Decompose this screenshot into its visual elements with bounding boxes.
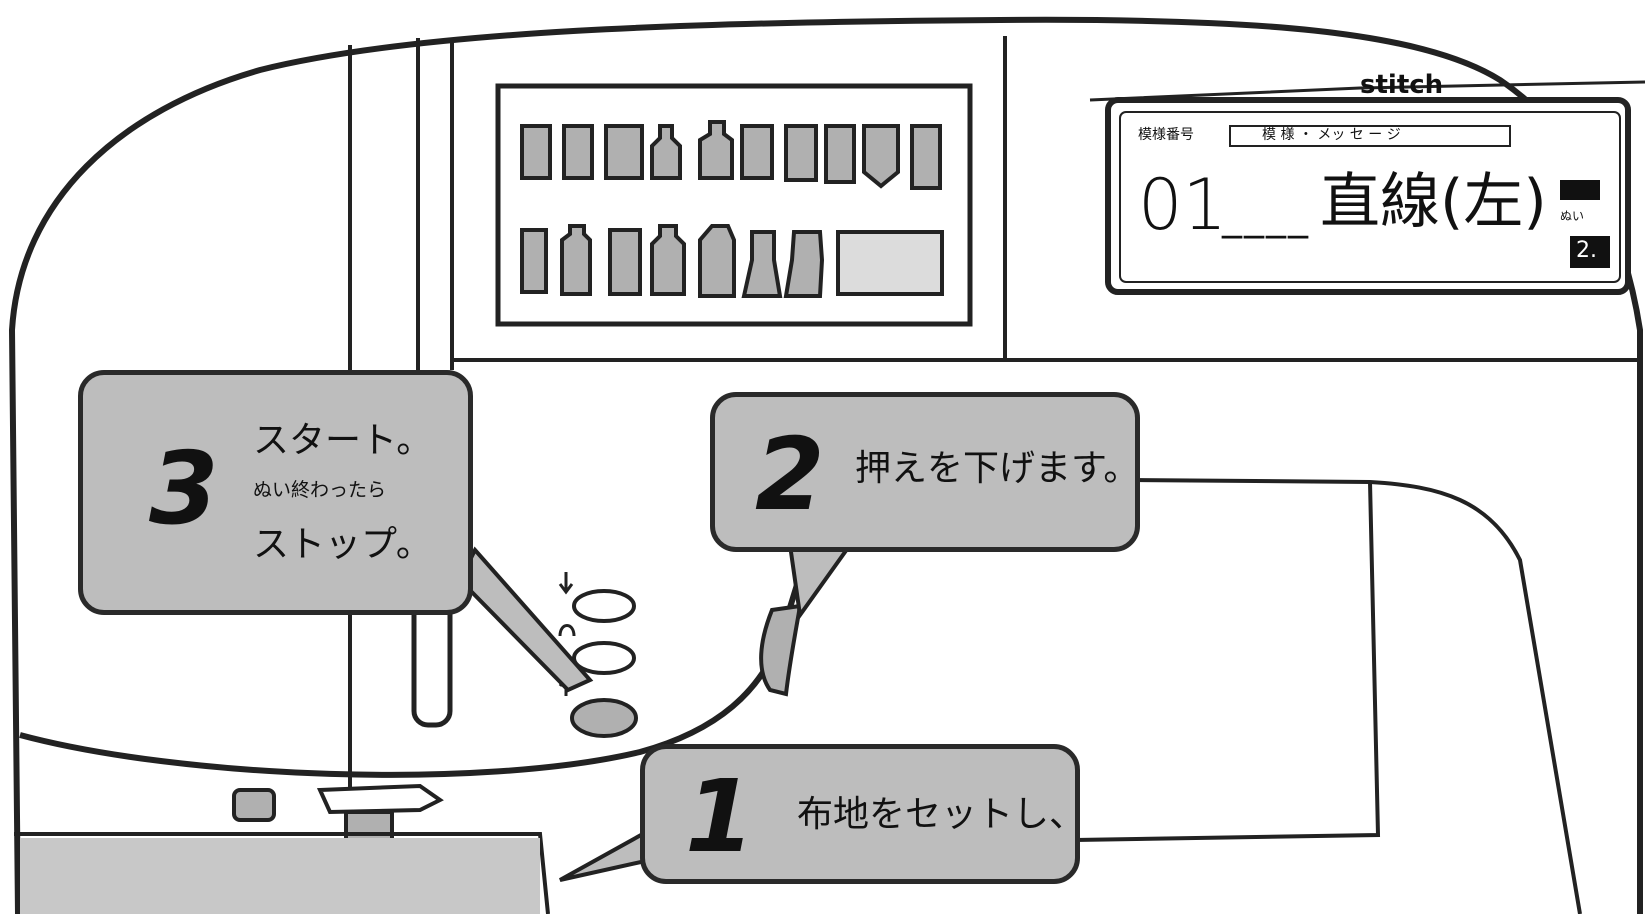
pattern-icon — [740, 124, 774, 180]
step-3-line1: スタート。 — [253, 420, 433, 461]
side-box-label: 2. — [1576, 238, 1597, 263]
pattern-dashes: ____ — [1222, 193, 1310, 239]
pattern-icon — [862, 124, 900, 189]
pattern-icon — [650, 124, 682, 180]
step-3-number: 3 — [149, 430, 219, 547]
step-1-text: 布地をセットし、 — [797, 794, 1086, 835]
lcd-display-inner — [1119, 111, 1621, 283]
step-2-bubble: 2 押えを下げます。 — [710, 392, 1140, 552]
pattern-icon — [784, 124, 818, 182]
presser-foot-lever — [759, 603, 803, 697]
thread-cutter — [232, 788, 276, 822]
needle-down-icon — [558, 572, 574, 595]
reverse-button — [572, 641, 636, 675]
pattern-number: 01 — [1138, 164, 1228, 246]
pattern-icon — [910, 124, 942, 190]
start-stop-button — [570, 698, 638, 738]
body-edge — [1129, 478, 1582, 915]
pattern-icon — [783, 230, 825, 298]
step-1-number: 1 — [685, 758, 755, 875]
bubble-3-tail — [457, 546, 594, 693]
pattern-icons — [520, 120, 944, 298]
pattern-icon — [824, 124, 856, 184]
brand-text: stitch — [1360, 70, 1444, 100]
bubble-1-tail — [559, 826, 652, 882]
pattern-icon — [520, 228, 548, 294]
side-indicator-bar — [1560, 180, 1600, 200]
pattern-icon — [608, 228, 642, 296]
step-3-bubble: 3 スタート。 ぬい終わったら ストップ。 — [78, 370, 473, 615]
reverse-icon — [558, 624, 576, 637]
step-2-text: 押えを下げます。 — [855, 448, 1140, 489]
pattern-icon — [836, 230, 944, 296]
pattern-icon — [562, 124, 594, 180]
side-indicator-box — [1570, 236, 1610, 268]
side-small-label: ぬい — [1560, 209, 1585, 223]
pattern-icon — [520, 124, 552, 180]
pattern-icon — [604, 124, 644, 180]
step-1-bubble: 1 布地をセットし、 — [640, 744, 1085, 884]
fabric — [20, 838, 540, 914]
pattern-icon — [650, 224, 686, 296]
pattern-icon — [698, 224, 736, 298]
message-box — [1229, 125, 1511, 147]
fabric-edge — [14, 832, 550, 915]
pattern-icon — [560, 224, 592, 296]
bubble-2-tail — [787, 543, 854, 621]
arm-curve — [19, 574, 803, 778]
step-3-line3: ストップ。 — [253, 524, 432, 565]
pattern-name: 直線(左) — [1320, 167, 1547, 237]
message-label: 模 様 ・ メッ セ ー ジ — [1262, 127, 1401, 143]
lcd-display-frame — [1105, 97, 1631, 295]
body-edge — [1074, 481, 1381, 842]
step-2-number: 2 — [755, 416, 825, 533]
display-top-line — [1089, 80, 1645, 102]
pattern-number-label: 模様番号 — [1138, 127, 1194, 143]
pattern-icon — [698, 120, 734, 180]
needle-position-button — [572, 589, 636, 623]
step-3-line2: ぬい終わったら — [253, 479, 387, 501]
presser-bar — [316, 783, 444, 815]
pattern-icon — [741, 230, 783, 298]
